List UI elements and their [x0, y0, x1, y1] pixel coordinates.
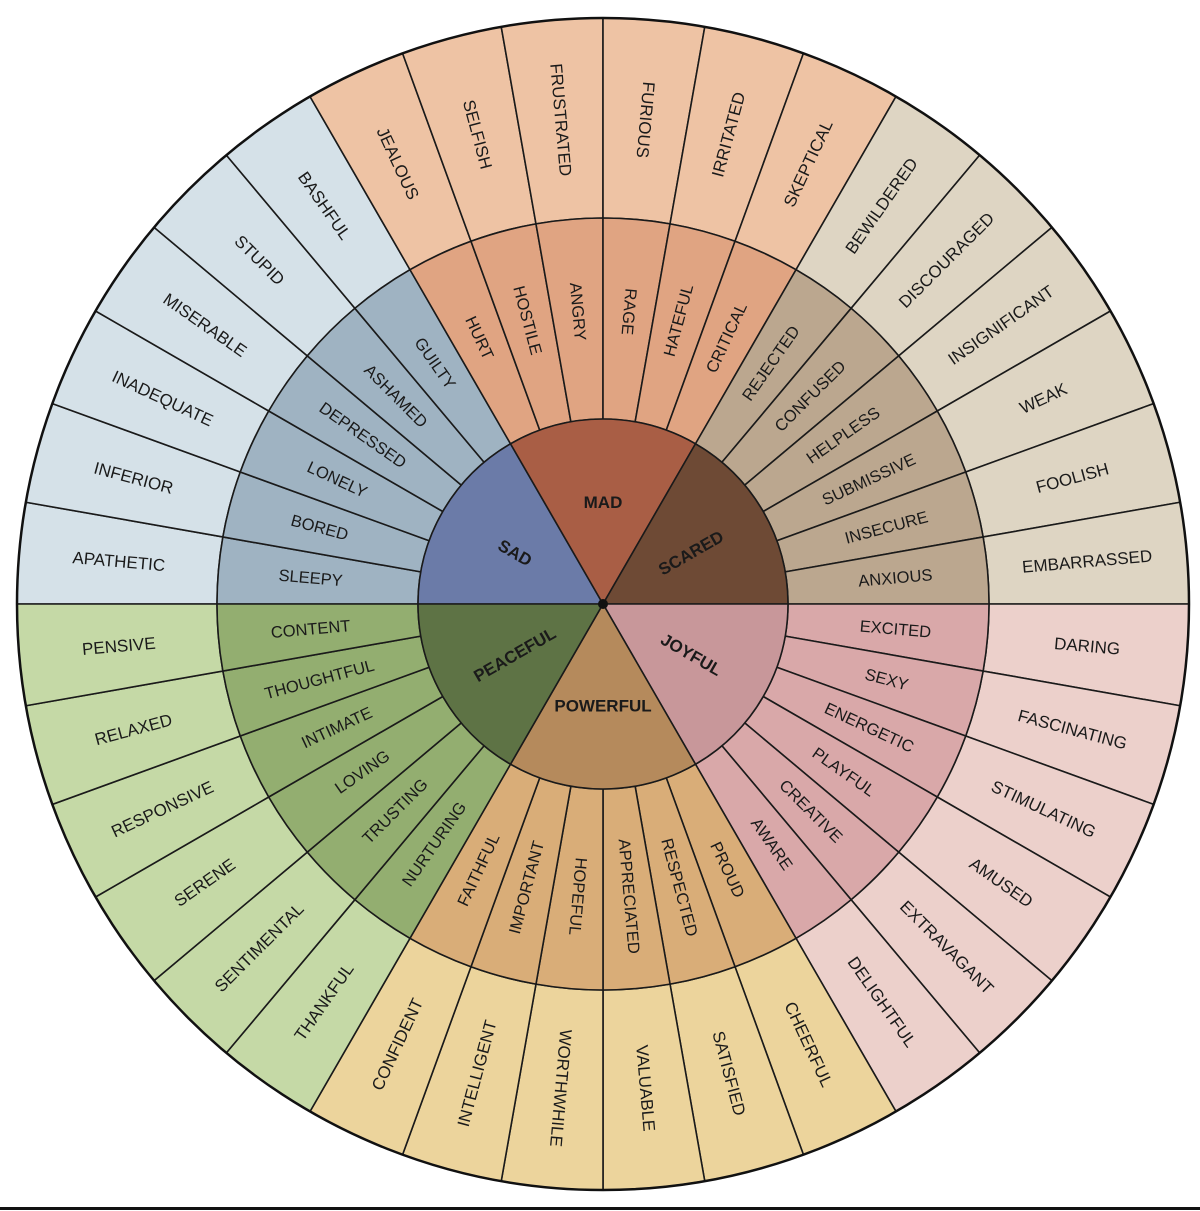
center-dot: [598, 599, 608, 609]
core-label: MAD: [584, 493, 623, 512]
core-segment-powerful: [509, 602, 697, 790]
middle-label: ANGRY: [566, 282, 589, 342]
core-segment-peaceful: [417, 603, 605, 766]
core-label: POWERFUL: [554, 696, 651, 715]
core-segment-sad: [417, 442, 605, 605]
middle-label: SLEEPY: [278, 567, 344, 591]
core-segment-mad: [509, 418, 697, 606]
middle-label: RAGE: [618, 288, 640, 336]
core-segment-scared: [601, 442, 789, 605]
outer-rim: [15, 16, 1191, 1192]
core-segment-joyful: [601, 603, 789, 766]
bottom-divider: [0, 1207, 1200, 1210]
